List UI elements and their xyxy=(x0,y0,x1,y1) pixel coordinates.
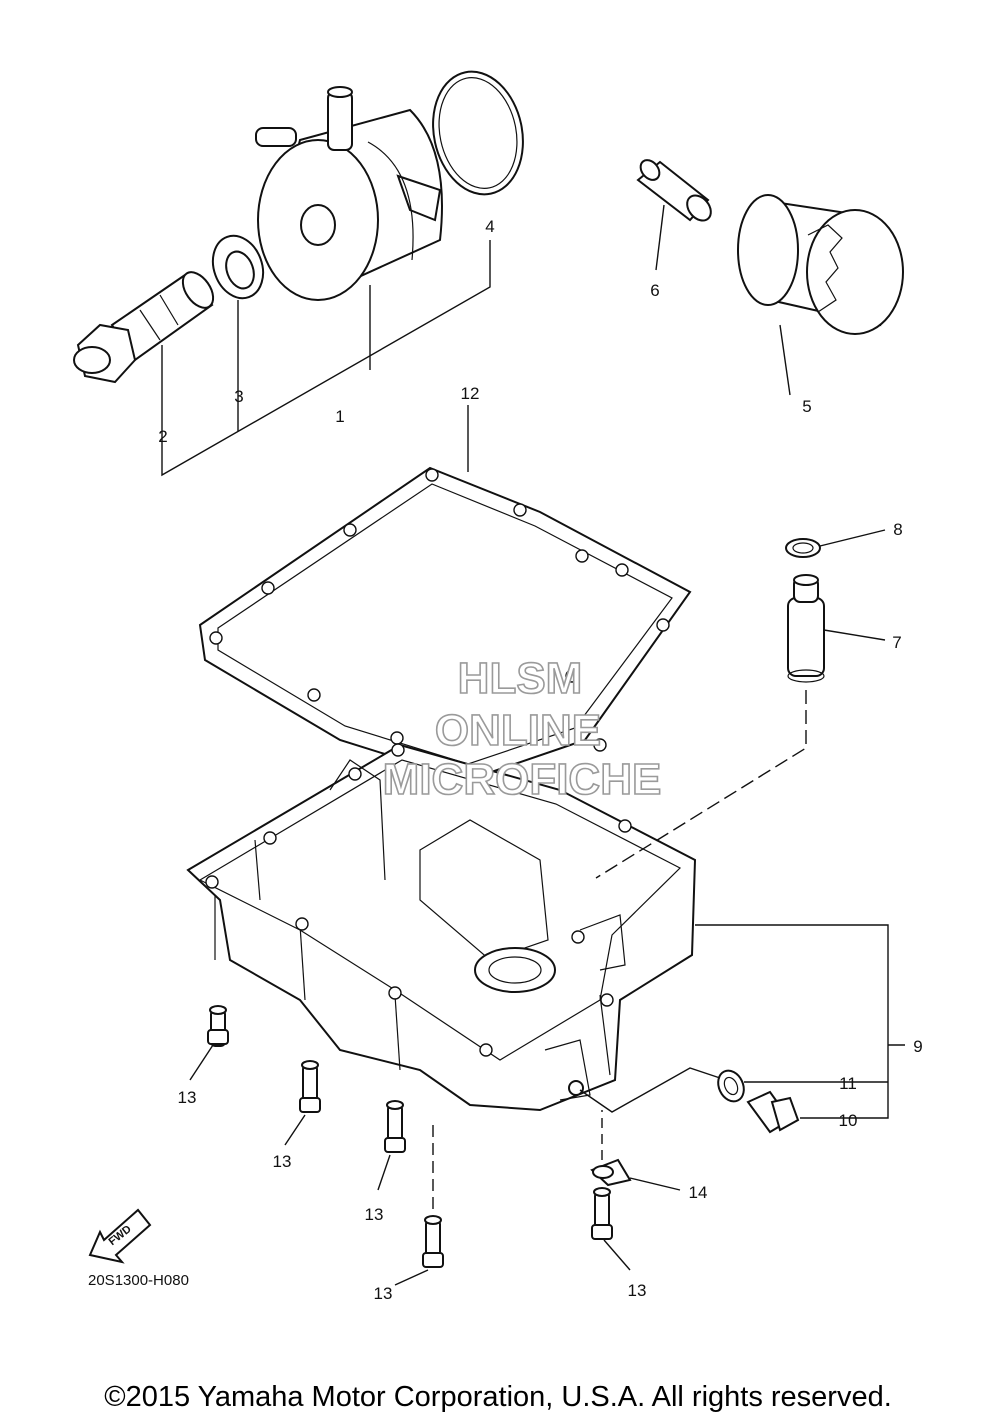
callout-3: 3 xyxy=(234,387,243,406)
part-3-washer xyxy=(211,234,265,300)
callout-13-e: 13 xyxy=(628,1281,647,1300)
callout-10: 10 xyxy=(839,1111,858,1130)
part-1-oil-cooler xyxy=(255,86,443,301)
part-12-gasket xyxy=(198,466,692,797)
callout-8: 8 xyxy=(893,520,902,539)
callout-4: 4 xyxy=(485,217,494,236)
part-5-oil-filter xyxy=(737,194,904,335)
callout-2: 2 xyxy=(158,427,167,446)
callout-13-a: 13 xyxy=(178,1088,197,1107)
part-4-o-ring xyxy=(432,70,524,196)
part-13-bolts xyxy=(207,1005,613,1268)
callout-14: 14 xyxy=(689,1183,708,1202)
callout-13-b: 13 xyxy=(273,1152,292,1171)
part-6-fitting xyxy=(636,159,712,222)
callout-6: 6 xyxy=(650,281,659,300)
callout-7: 7 xyxy=(892,633,901,652)
part-10-drain-bolt xyxy=(746,1090,800,1134)
watermark-line-1: HLSM xyxy=(458,654,583,703)
watermark-line-3: MICROFICHE xyxy=(383,755,662,804)
callout-1: 1 xyxy=(335,407,344,426)
part-9-oil-pan xyxy=(186,743,697,1112)
callout-5: 5 xyxy=(802,397,811,416)
diagram-code: 20S1300-H080 xyxy=(88,1272,189,1289)
callout-12: 12 xyxy=(461,384,480,403)
callout-11: 11 xyxy=(839,1074,857,1093)
callout-labels: 1 2 3 4 5 6 7 8 9 10 11 12 13 13 13 13 1… xyxy=(158,217,922,1303)
watermark-line-2: ONLINE xyxy=(435,706,601,755)
leader-lines xyxy=(161,204,905,1286)
part-2-union-bolt xyxy=(73,271,215,384)
callout-9: 9 xyxy=(913,1037,922,1056)
part-14-clamp xyxy=(590,1158,632,1187)
callout-13-d: 13 xyxy=(374,1284,393,1303)
watermark: HLSM ONLINE MICROFICHE xyxy=(382,653,662,805)
callout-13-c: 13 xyxy=(365,1205,384,1224)
forward-arrow-icon: FWD xyxy=(88,1208,152,1264)
part-7-pipe xyxy=(787,574,825,683)
part-8-o-ring xyxy=(785,538,821,558)
part-11-gasket xyxy=(717,1069,745,1103)
copyright-notice: ©2015 Yamaha Motor Corporation, U.S.A. A… xyxy=(104,1381,892,1413)
